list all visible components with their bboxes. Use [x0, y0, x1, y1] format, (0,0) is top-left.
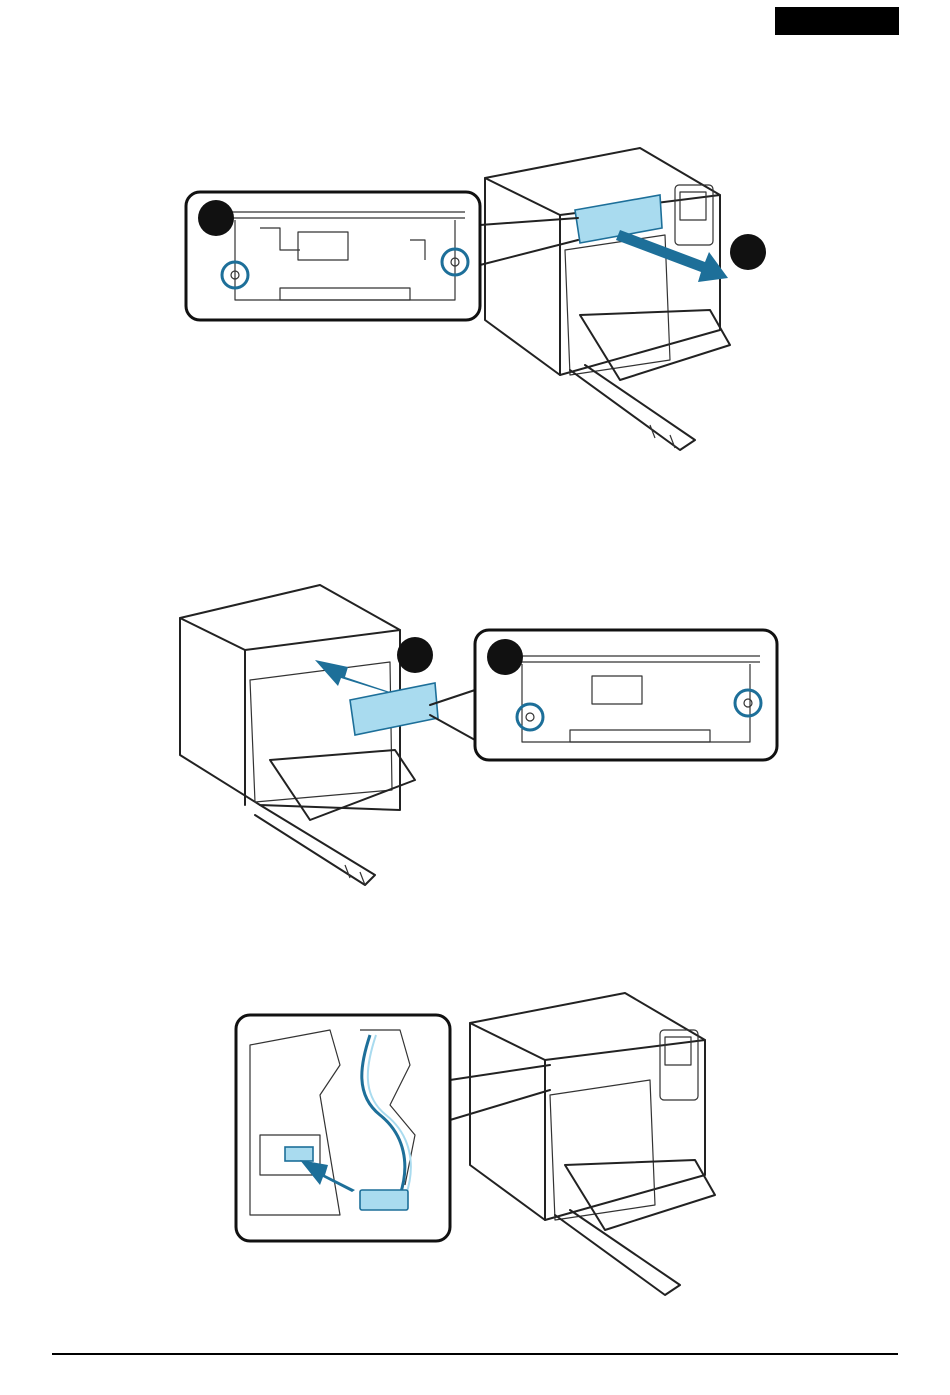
callout-marker-2 [730, 234, 766, 270]
printer-illustration [180, 585, 415, 885]
pull-arrow [616, 230, 728, 282]
figure-remove-board [180, 140, 780, 460]
printer-illustration [470, 993, 715, 1295]
section-tab-marker [775, 7, 899, 35]
callout-marker-1 [487, 639, 523, 675]
figure-insert-board [160, 580, 790, 900]
zoom-inset [236, 1015, 450, 1241]
connector-port [285, 1147, 313, 1161]
printer-illustration [485, 148, 730, 450]
cable-connector [360, 1190, 408, 1210]
callout-marker-2 [397, 637, 433, 673]
callout-marker-1 [198, 200, 234, 236]
push-arrow [315, 660, 390, 692]
footer-rule [52, 1353, 898, 1355]
board-highlight [350, 683, 438, 735]
figure-connect-cable [230, 985, 730, 1305]
